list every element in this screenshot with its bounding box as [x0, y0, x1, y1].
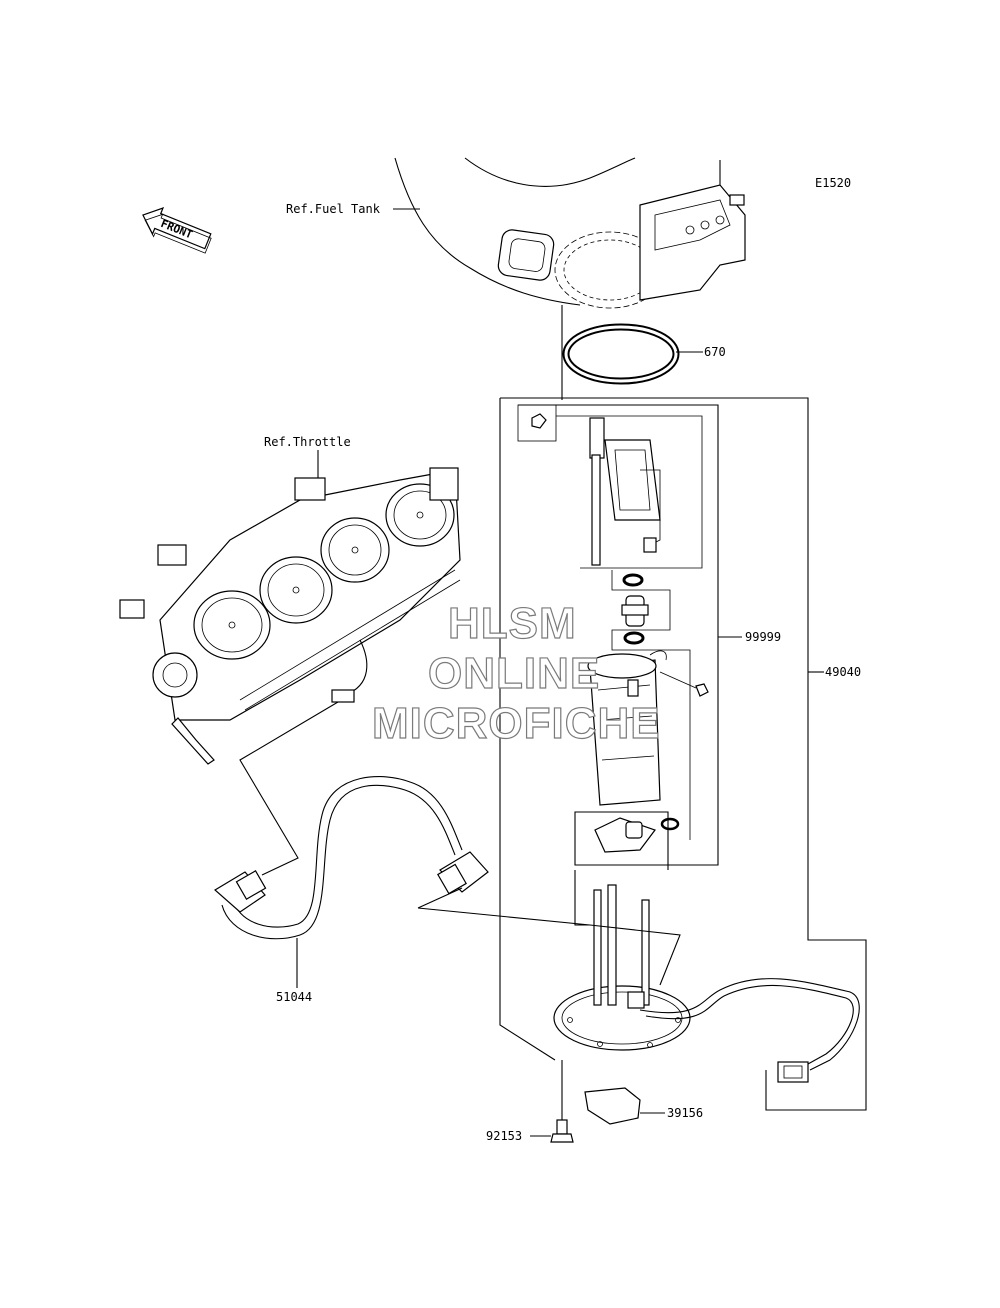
- fuel-filter: [594, 817, 680, 853]
- part-label-99999: 99999: [745, 630, 781, 644]
- figure-code: E1520: [815, 176, 851, 190]
- tank-bracket: [639, 160, 746, 301]
- throttle-body-assembly: [119, 467, 461, 765]
- front-arrow-icon: FRONT: [142, 207, 212, 254]
- watermark-line-3: MICROFICHE: [372, 699, 661, 748]
- pressure-valve: [621, 595, 649, 627]
- fuel-hose-51044: [213, 776, 489, 940]
- part-label-92153: 92153: [486, 1129, 522, 1143]
- fuel-pump-body: [587, 650, 709, 806]
- bracket-49040-line: [500, 397, 867, 1111]
- wire-harness: [639, 978, 860, 1083]
- fuel-tank: [394, 157, 666, 309]
- pump-mount-plate: [553, 884, 691, 1051]
- watermark-line-2: ONLINE: [428, 649, 600, 698]
- part-label-51044: 51044: [276, 990, 312, 1004]
- watermark-line-1: HLSM: [448, 599, 577, 648]
- watermark: HLSM ONLINE MICROFICHE: [371, 598, 661, 748]
- bolt-92153: [550, 1119, 574, 1143]
- part-label-39156: 39156: [667, 1106, 703, 1120]
- ref-fuel-tank-label: Ref.Fuel Tank: [286, 202, 381, 216]
- part-label-670: 670: [704, 345, 726, 359]
- part-label-49040: 49040: [825, 665, 861, 679]
- o-ring-670: [562, 323, 680, 385]
- ref-throttle-label: Ref.Throttle: [264, 435, 351, 449]
- seal-upper: [622, 573, 644, 587]
- fuel-level-sender: [517, 404, 703, 569]
- seal-lower: [623, 631, 645, 645]
- cover-39156: [584, 1087, 641, 1125]
